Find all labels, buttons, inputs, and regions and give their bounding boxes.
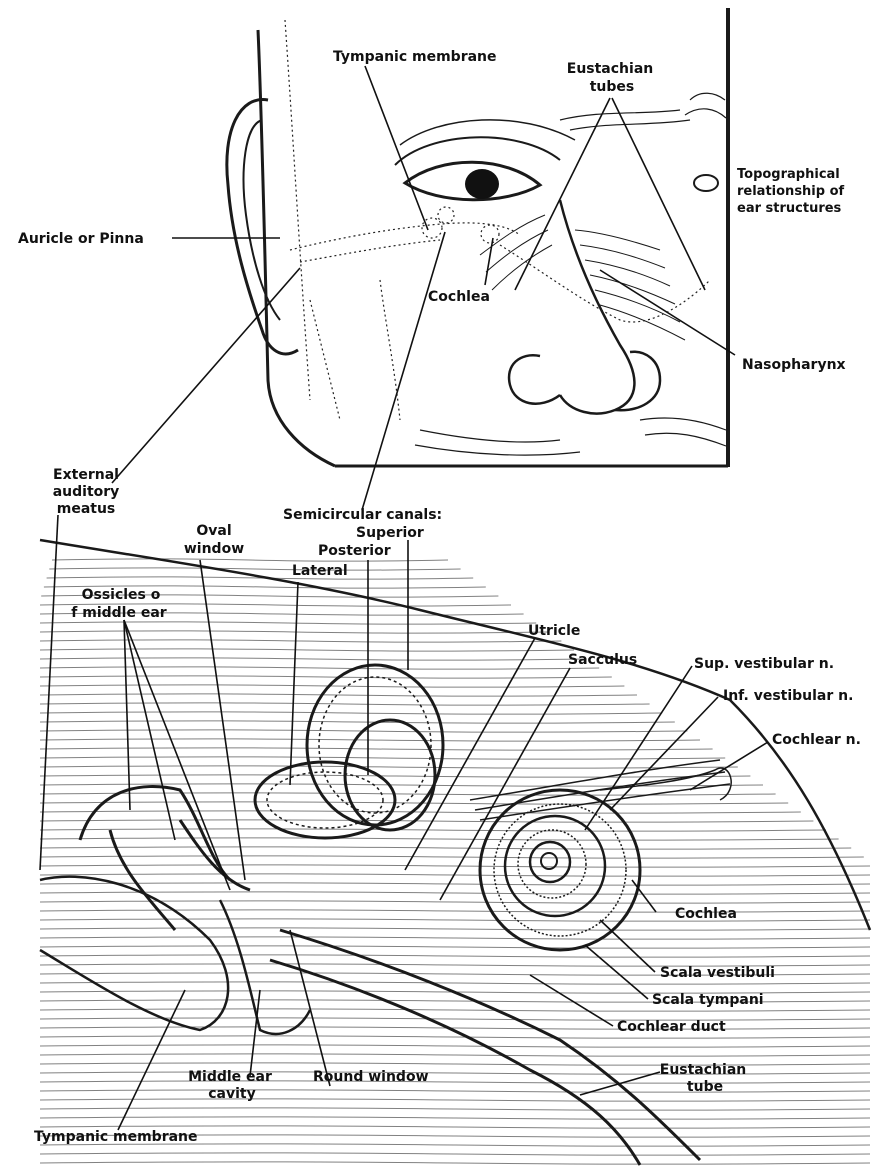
label-oval-window-line2: window (184, 541, 244, 557)
hatch-line (40, 829, 826, 831)
hatch-line (40, 865, 870, 867)
label-ossicles-line2: f middle ear (71, 605, 167, 621)
nose-illustration (480, 200, 685, 414)
hatch-line (40, 892, 870, 894)
label-semicircular-canals: Semicircular canals: (283, 507, 442, 523)
brow-hatching (560, 93, 726, 130)
hatch-line (40, 640, 561, 642)
caption-topographical-line3: ear structures (737, 201, 842, 216)
hatch-line (40, 721, 675, 723)
hatch-line (40, 622, 536, 624)
label-external-auditory-meatus-line2: auditory (53, 484, 120, 500)
label-round-window: Round window (313, 1069, 429, 1085)
hatch-line (40, 712, 662, 714)
label-inf-vestibular: Inf. vestibular n. (723, 688, 853, 704)
label-auricle: Auricle or Pinna (18, 231, 144, 247)
hatch-line (40, 1117, 870, 1119)
caption-topographical-line2: relationship of (737, 184, 845, 199)
label-eustachian-tube: Eustachian (660, 1062, 746, 1078)
tympanic-membrane-shape (40, 877, 228, 1030)
label-middle-ear-cavity: Middle ear (188, 1069, 272, 1085)
hatch-line (40, 847, 851, 849)
hatch-line (40, 982, 870, 984)
hatch-line (40, 1162, 870, 1164)
hatch-line (40, 1009, 870, 1011)
label-cochlea-top: Cochlea (428, 289, 490, 305)
label-posterior: Posterior (318, 543, 391, 559)
hatch-line (40, 802, 788, 804)
label-eustachian-tube-line2: tube (687, 1079, 723, 1095)
label-eustachian-tubes: Eustachian (567, 61, 653, 77)
hatch-line (40, 739, 700, 741)
hatch-line (40, 685, 624, 687)
hatch-line (40, 1126, 870, 1128)
label-middle-ear-cavity-line2: cavity (208, 1086, 256, 1102)
hatch-line (40, 757, 725, 759)
hatch-line (40, 937, 870, 939)
hatch-line (40, 1045, 870, 1047)
hatch-line (40, 748, 713, 750)
hatch-line (40, 658, 587, 660)
hatch-line (40, 766, 738, 768)
label-ossicles: Ossicles o (82, 587, 161, 603)
label-nasopharynx: Nasopharynx (742, 357, 846, 373)
hatch-line (40, 820, 813, 822)
label-cochlear-duct: Cochlear duct (617, 1019, 726, 1035)
hatch-line (40, 1054, 870, 1056)
hatch-line (49, 568, 460, 570)
vestibulocochlear-nerve (470, 760, 731, 820)
hatch-line (40, 649, 574, 651)
hatch-line (40, 667, 599, 669)
label-lateral: Lateral (292, 563, 348, 579)
label-scala-vestibuli: Scala vestibuli (660, 965, 775, 981)
hatch-line (40, 1153, 870, 1155)
hatch-line (40, 703, 650, 705)
cheek-hatching (415, 418, 726, 455)
hatch-line (40, 856, 864, 858)
hatch-line (40, 883, 870, 885)
hatch-line (40, 1099, 870, 1101)
label-scala-tympani: Scala tympani (652, 992, 764, 1008)
label-sup-vestibular: Sup. vestibular n. (694, 656, 834, 672)
hatch-line (40, 694, 637, 696)
hatch-line (52, 559, 448, 561)
hatch-line (40, 631, 549, 633)
hatch-line (40, 928, 870, 930)
hatch-line (40, 946, 870, 948)
hatch-line (40, 1027, 870, 1029)
hatch-line (40, 1036, 870, 1038)
hatch-line (40, 1090, 870, 1092)
hatch-line (40, 811, 801, 813)
label-external-auditory-meatus: External (53, 467, 119, 483)
hatch-line (40, 1108, 870, 1110)
hatch-line (40, 955, 870, 957)
hatch-line (40, 838, 839, 840)
label-utricle: Utricle (528, 623, 580, 639)
hatch-line (40, 910, 870, 912)
label-superior: Superior (356, 525, 424, 541)
label-eustachian-tubes-line2: tubes (590, 79, 635, 95)
label-tympanic-membrane-bottom: Tympanic membrane (34, 1129, 198, 1145)
cochlea-spiral (480, 790, 640, 950)
eye-illustration (395, 120, 575, 200)
hatch-line (40, 1081, 870, 1083)
label-oval-window: Oval (196, 523, 231, 539)
internal-ear-dotted (290, 207, 710, 420)
label-cochlear-n: Cochlear n. (772, 732, 861, 748)
label-external-auditory-meatus-line3: meatus (57, 501, 116, 517)
label-tympanic-membrane-top: Tympanic membrane (333, 49, 497, 65)
label-cochlea-bottom: Cochlea (675, 906, 737, 922)
caption-topographical: Topographical (737, 167, 840, 182)
label-sacculus: Sacculus (568, 652, 637, 668)
